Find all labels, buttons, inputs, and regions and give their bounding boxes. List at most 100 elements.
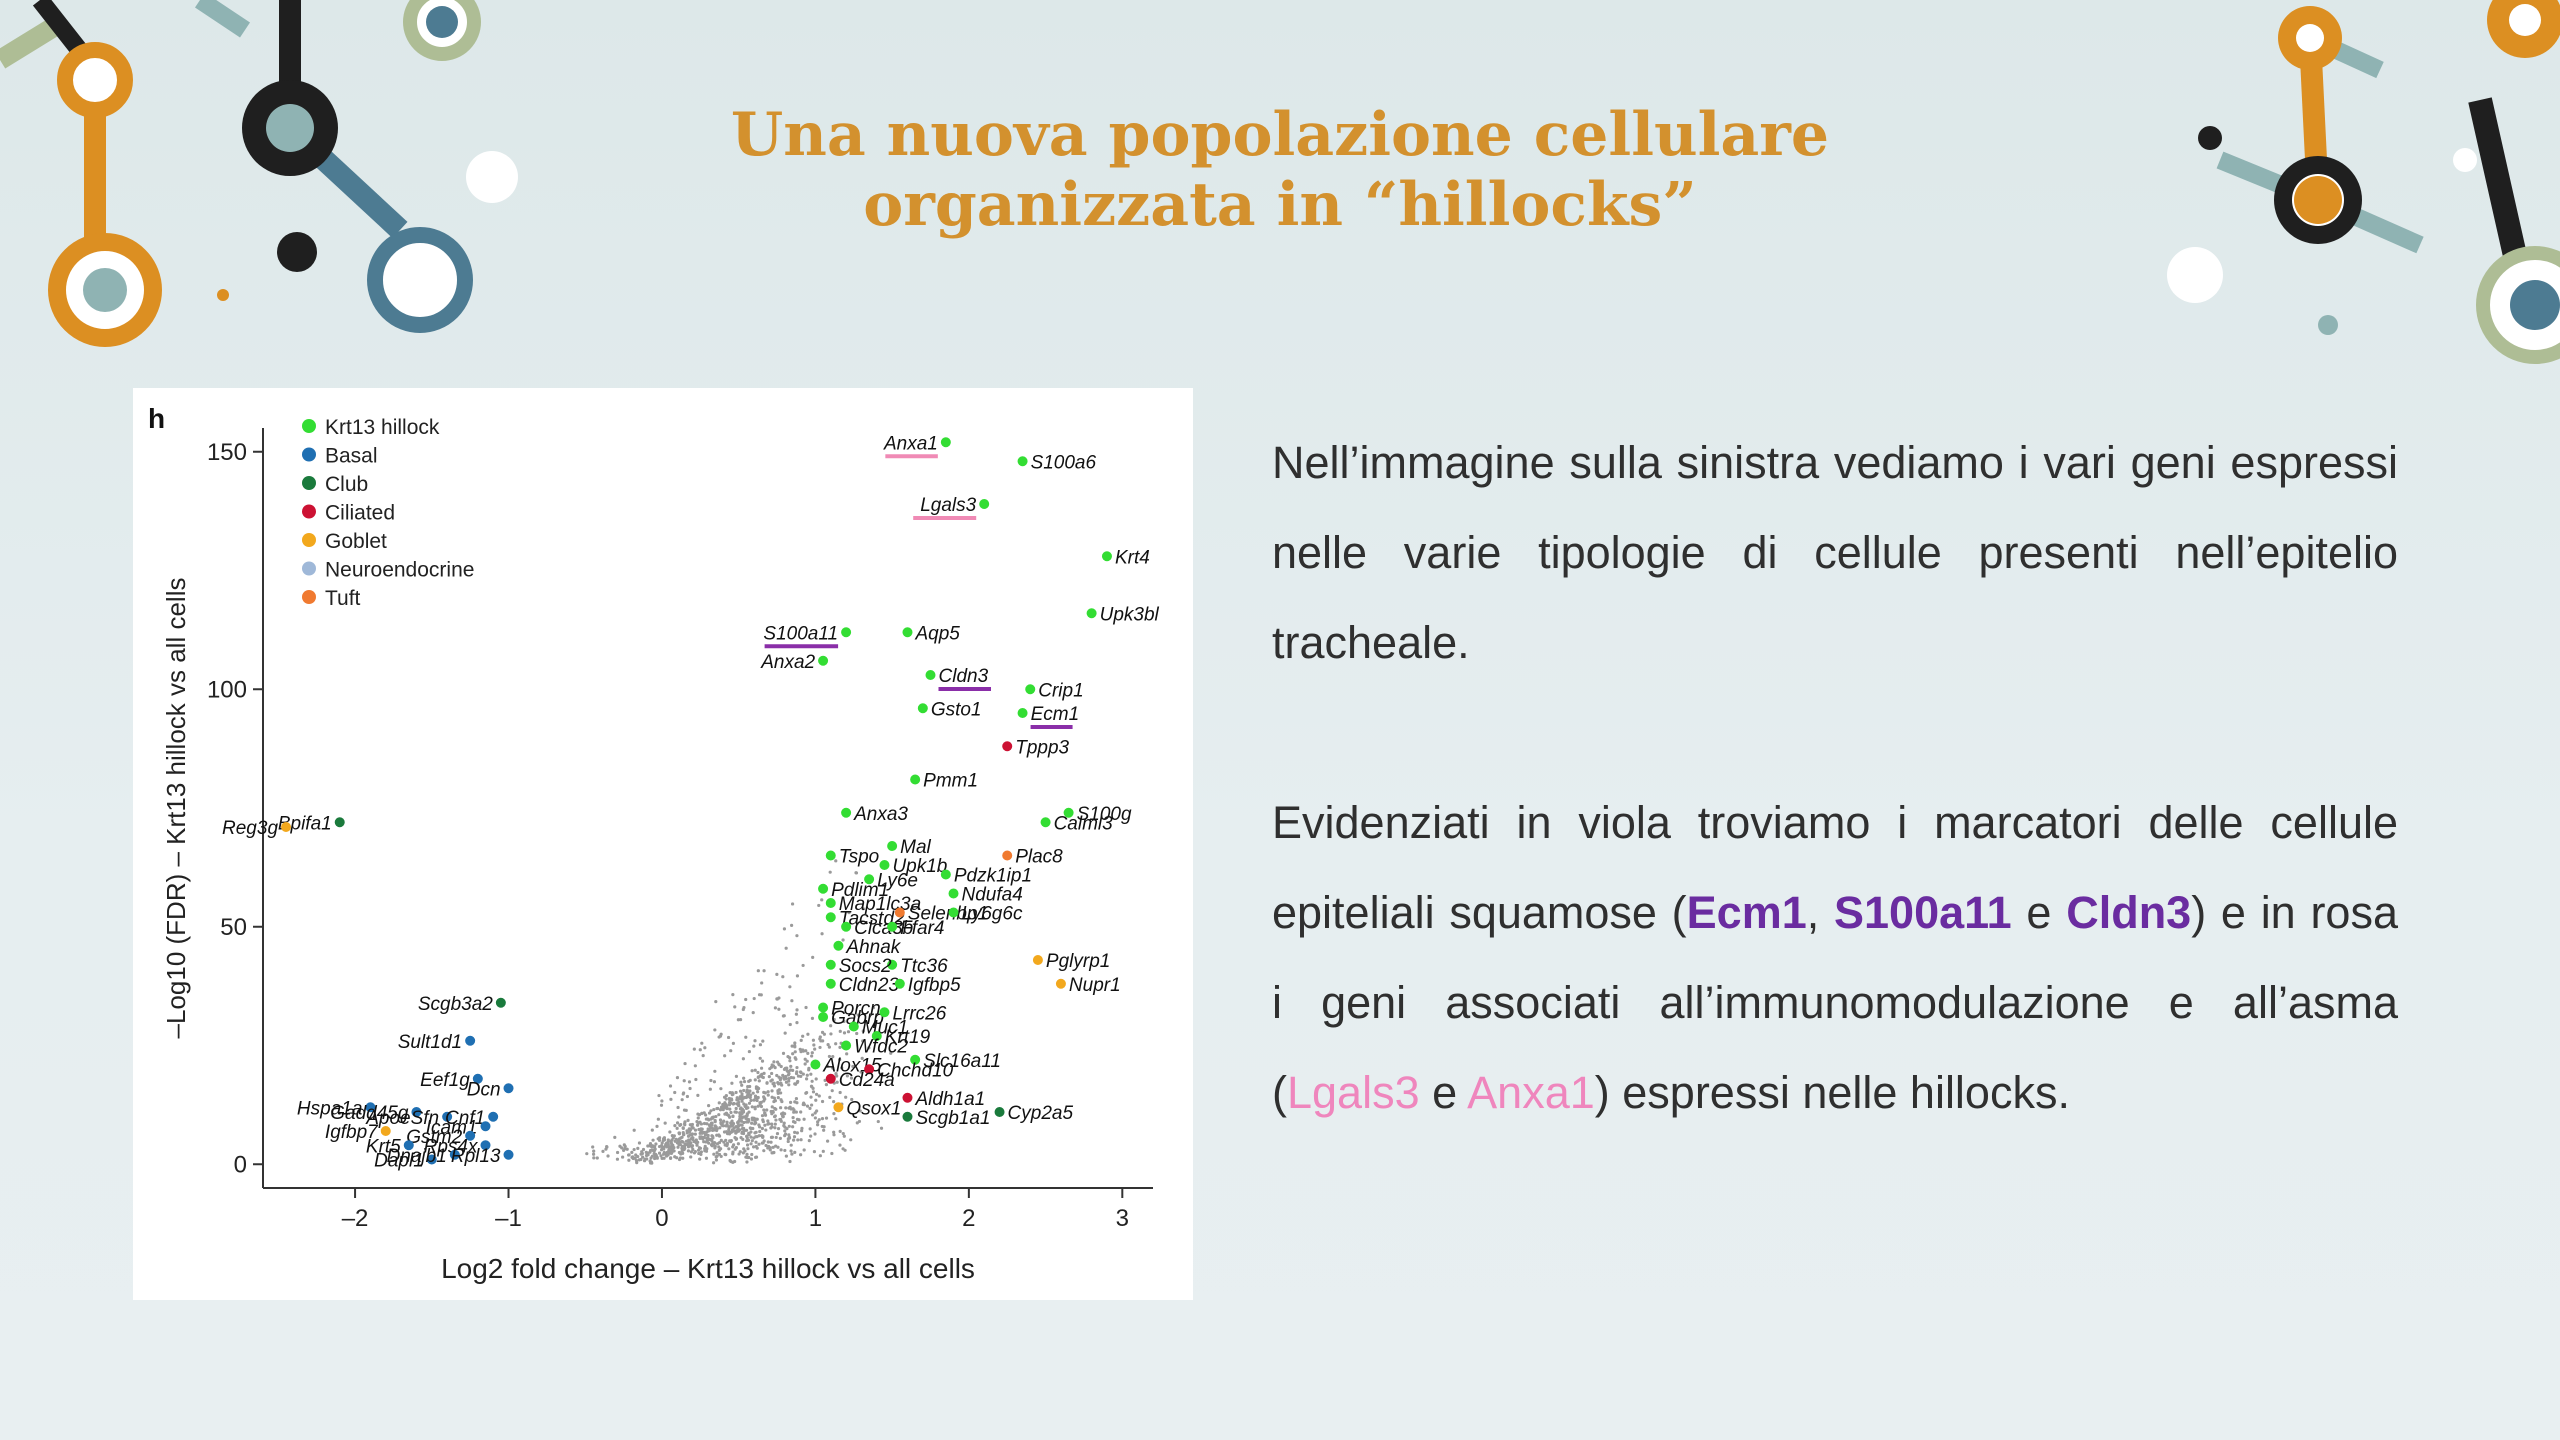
background-point: [698, 1135, 702, 1139]
background-point: [849, 1076, 854, 1080]
background-point: [703, 1046, 707, 1050]
background-point: [828, 870, 832, 874]
gene-point: [818, 883, 829, 894]
background-point: [712, 1107, 716, 1112]
background-point: [806, 1051, 810, 1055]
background-point: [715, 1142, 720, 1146]
gene-label: Pdlim1: [831, 880, 889, 901]
background-point: [776, 1127, 781, 1131]
background-point: [700, 1041, 704, 1045]
background-point: [793, 1056, 797, 1060]
gene-point: [488, 1111, 499, 1122]
background-point: [717, 1113, 721, 1117]
background-point: [808, 1106, 812, 1110]
gene-label: Gstm2: [406, 1127, 462, 1148]
background-point: [666, 1153, 670, 1157]
gene-point: [910, 1054, 921, 1065]
background-point: [861, 907, 865, 911]
background-point: [766, 1119, 770, 1123]
background-point: [653, 1156, 657, 1161]
background-point: [747, 1101, 752, 1105]
gene-point: [902, 627, 913, 638]
background-point: [769, 1079, 773, 1083]
background-point: [791, 1125, 795, 1129]
background-point: [835, 1074, 839, 1078]
background-point: [827, 1045, 831, 1049]
gene-label: Gabrp: [831, 1008, 884, 1029]
background-point: [606, 1154, 610, 1158]
background-point: [734, 1110, 738, 1114]
background-point: [745, 1139, 749, 1143]
background-point: [800, 1129, 804, 1133]
background-point: [793, 1050, 797, 1054]
gene-anxa1: Anxa1: [1467, 1067, 1595, 1118]
background-point: [744, 1155, 748, 1159]
background-point: [791, 1052, 795, 1056]
gene-point: [994, 1107, 1005, 1117]
background-point: [799, 1038, 803, 1042]
gene-point: [871, 1031, 882, 1041]
background-point: [799, 1110, 803, 1114]
background-point: [817, 1094, 821, 1098]
background-point: [684, 1139, 689, 1143]
background-point: [790, 923, 794, 927]
gene-point: [879, 1007, 890, 1018]
background-point: [723, 1054, 727, 1058]
background-point: [707, 1103, 711, 1108]
background-point: [804, 1049, 808, 1053]
background-point: [832, 1130, 836, 1134]
background-point: [682, 1133, 686, 1137]
background-point: [698, 1157, 702, 1161]
background-point: [803, 1062, 807, 1066]
background-point: [689, 1150, 693, 1154]
background-point: [762, 1108, 766, 1112]
background-point: [669, 1097, 673, 1101]
gene-label: Icam1: [426, 1117, 478, 1138]
background-point: [841, 938, 845, 942]
background-point: [771, 1145, 775, 1149]
gene-point: [894, 978, 905, 989]
background-point: [810, 1016, 815, 1020]
background-point: [818, 1045, 822, 1050]
background-point: [799, 1070, 803, 1075]
background-point: [749, 1098, 753, 1103]
gene-point: [442, 1111, 453, 1122]
y-tick-label: 100: [207, 676, 247, 703]
background-point: [756, 969, 760, 973]
background-point: [651, 1138, 655, 1142]
background-point: [717, 1035, 721, 1039]
gene-point: [864, 874, 875, 885]
background-point: [734, 1131, 738, 1135]
background-point: [773, 1006, 777, 1010]
background-point: [756, 1070, 760, 1075]
gene-label: Cnf1: [445, 1108, 485, 1129]
background-point: [728, 1091, 732, 1095]
marker-ecm1: Ecm1: [1686, 887, 1807, 938]
background-point: [697, 1146, 702, 1150]
background-point: [648, 1144, 652, 1148]
background-point: [787, 1133, 791, 1137]
background-point: [728, 1107, 732, 1111]
background-point: [828, 1095, 832, 1099]
background-point: [838, 1143, 842, 1147]
gene-label: Dcn: [467, 1079, 501, 1100]
background-point: [769, 1140, 773, 1144]
background-point: [762, 1071, 766, 1076]
background-point: [876, 1119, 880, 1124]
background-point: [825, 1139, 830, 1143]
background-point: [675, 1076, 680, 1080]
background-point: [717, 1101, 721, 1105]
legend-swatch: [302, 476, 316, 490]
background-point: [816, 1120, 820, 1124]
background-point: [595, 1156, 599, 1160]
background-point: [850, 1097, 854, 1102]
background-point: [829, 1032, 833, 1036]
gene-point: [1086, 608, 1097, 619]
background-point: [727, 1100, 732, 1105]
background-point: [794, 1110, 798, 1114]
background-point: [787, 1135, 791, 1139]
background-point: [637, 1141, 642, 1145]
gene-point: [841, 921, 852, 932]
background-point: [811, 1038, 816, 1042]
